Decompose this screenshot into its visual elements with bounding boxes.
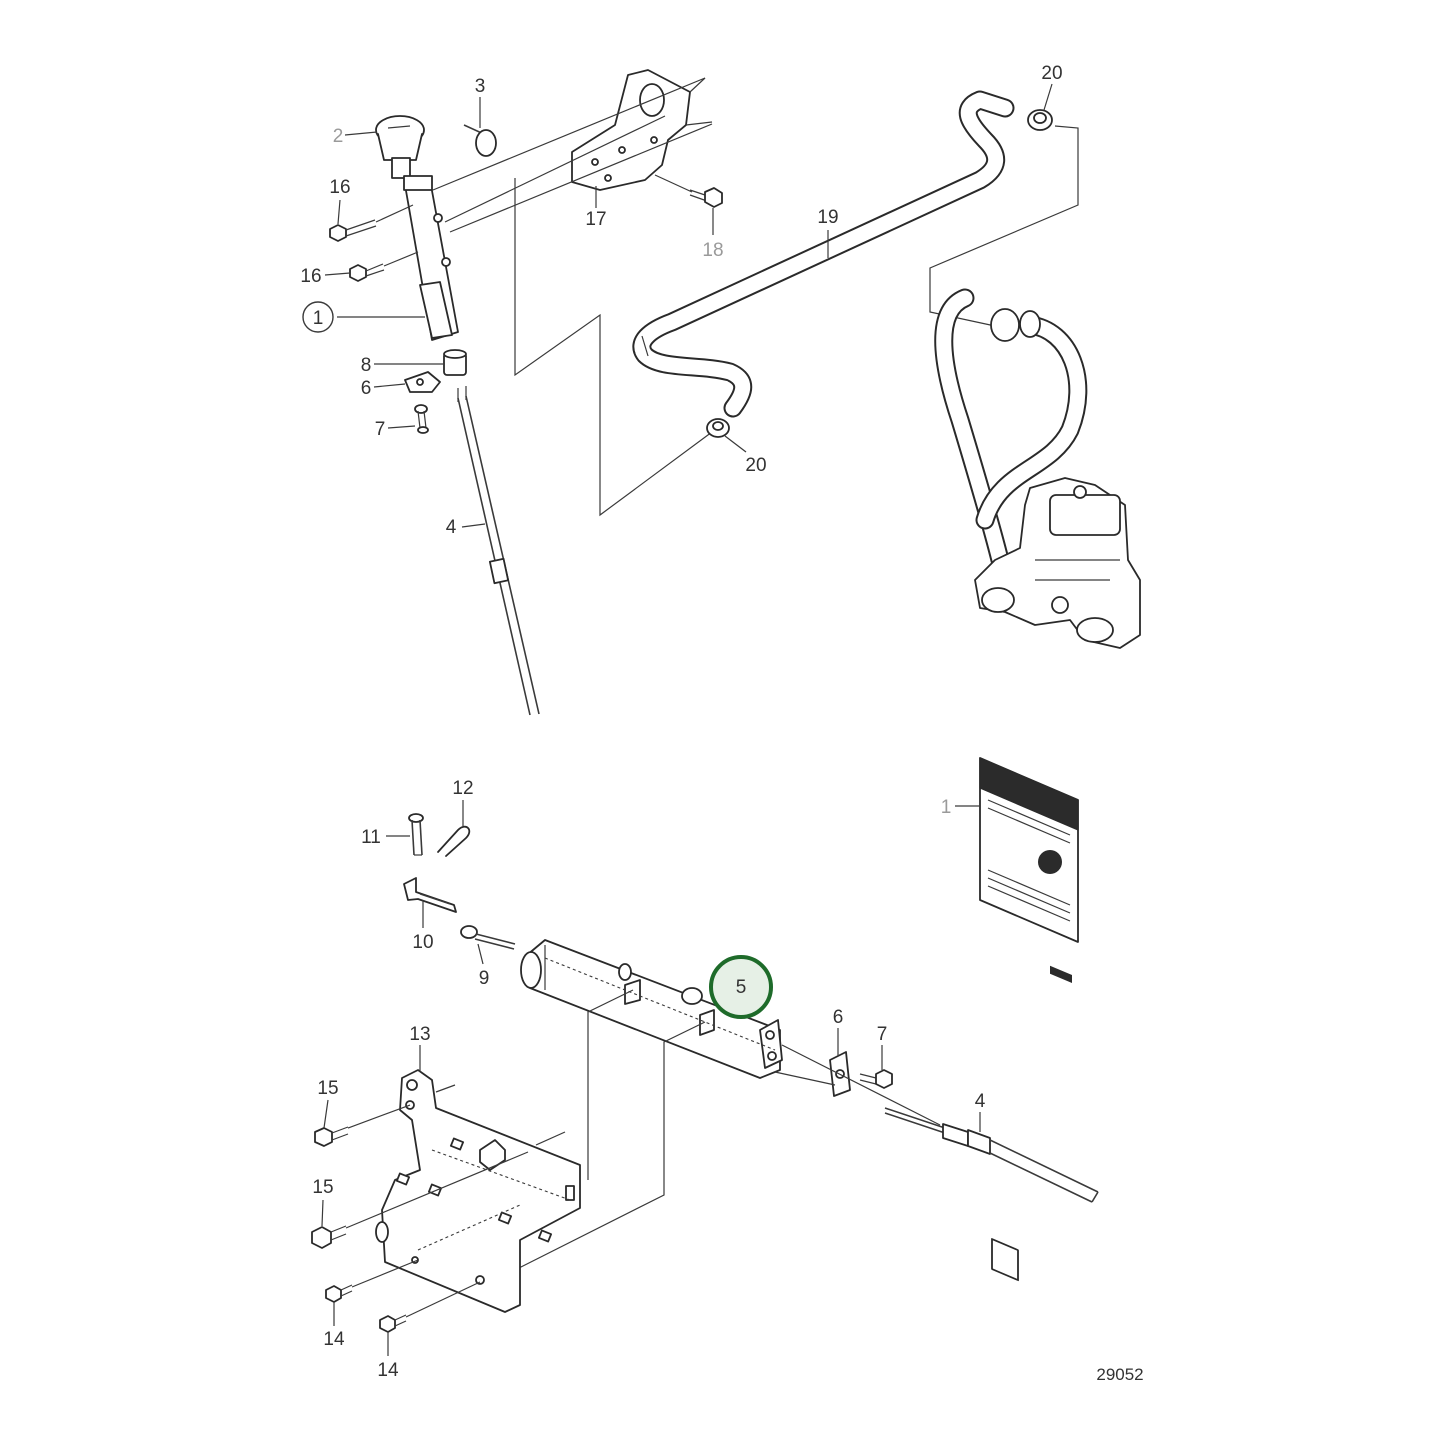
callout-14-a[interactable]: 14 [323, 1329, 345, 1350]
callout-6-bottom[interactable]: 6 [833, 1007, 844, 1028]
callout-16-a[interactable]: 16 [329, 177, 350, 198]
instruction-manual [979, 757, 1079, 1282]
leader-7-top [387, 425, 416, 429]
leader-bolt15-upper [347, 1104, 411, 1129]
callout-14-b[interactable]: 14 [377, 1360, 399, 1381]
bolt-18 [689, 187, 723, 208]
callout-4-bottom[interactable]: 4 [975, 1091, 986, 1112]
callout-11[interactable]: 11 [361, 827, 381, 848]
cable-clip [403, 877, 457, 913]
rod-end [460, 925, 516, 950]
leader-9 [477, 943, 484, 965]
bolt-16-upper [329, 219, 377, 242]
dashed-axis [544, 957, 776, 1051]
callout-20-top[interactable]: 20 [1041, 63, 1062, 84]
dipstick-handle [375, 115, 425, 179]
leader-2 [344, 131, 378, 136]
leader-tube-bracket-a [432, 77, 706, 191]
callout-19[interactable]: 19 [817, 207, 838, 228]
callout-18[interactable]: 18 [702, 240, 723, 261]
callout-4-top[interactable]: 4 [446, 517, 457, 538]
clip-part [463, 124, 497, 157]
bolt-16-lower [349, 263, 385, 282]
leader-15-b [321, 1199, 324, 1227]
axis-actuator-to-cable [781, 1044, 941, 1126]
callout-3[interactable]: 3 [475, 76, 486, 97]
reference-line-actuator-left [587, 989, 634, 1180]
mounting-bracket [571, 69, 713, 191]
callout-8[interactable]: 8 [361, 355, 372, 376]
engine-block-with-hose [934, 288, 1141, 649]
highlight-ring-5 [709, 955, 773, 1019]
callout-10[interactable]: 10 [412, 932, 433, 953]
callout-1-manual[interactable]: 1 [941, 797, 952, 818]
actuator-unit [520, 939, 783, 1079]
leader-15-a [323, 1099, 329, 1129]
reference-line-actuator-right [514, 1021, 706, 1271]
callout-1-ring [302, 301, 334, 333]
hose-19 [632, 90, 1015, 418]
leader-6-top [373, 383, 406, 388]
callout-15-a[interactable]: 15 [317, 1078, 338, 1099]
clamp-20-top [1027, 109, 1053, 131]
callout-5-highlighted[interactable]: 5 [736, 977, 747, 998]
leader-bolt16-upper [375, 204, 414, 223]
callout-7-top[interactable]: 7 [375, 419, 386, 440]
callout-2[interactable]: 2 [333, 126, 344, 147]
leader-16-a [337, 199, 341, 225]
bolt-15-upper [314, 1126, 349, 1147]
callout-16-b[interactable]: 16 [300, 266, 321, 287]
dipstick-guide-tube [403, 175, 459, 341]
leader-screw14-upper [351, 1259, 419, 1288]
callout-20-bottom[interactable]: 20 [745, 455, 766, 476]
axis-actuator-to-cable-b [774, 1071, 836, 1086]
dashed-plate-b [417, 1204, 521, 1251]
mounting-plate [375, 1069, 581, 1313]
callout-13[interactable]: 13 [409, 1024, 430, 1045]
dipstick-rod-top [457, 386, 540, 716]
control-cable [884, 1107, 1099, 1203]
leader-20-top [1043, 83, 1053, 111]
callout-1-circled[interactable]: 1 [313, 308, 324, 329]
leader-16-b [324, 272, 351, 276]
callout-12[interactable]: 12 [452, 778, 473, 799]
leader-tube-bracket-b [444, 115, 666, 223]
clamp-20-bottom [706, 418, 730, 438]
leader-bolt16-lower [383, 251, 419, 267]
screw-7-top [414, 404, 429, 434]
leader-bolt18 [654, 174, 693, 193]
screw-7-bottom [859, 1069, 893, 1089]
callout-15-b[interactable]: 15 [312, 1177, 333, 1198]
callout-9[interactable]: 9 [479, 968, 490, 989]
dashed-plate-a [431, 1149, 571, 1201]
callout-6-top[interactable]: 6 [361, 378, 372, 399]
screw-14-upper [325, 1284, 353, 1303]
leader-20-bottom [724, 435, 747, 453]
reference-frame-line [514, 178, 713, 517]
leader-tube-bracket-c [449, 123, 713, 233]
leader-bolt15-lower [345, 1151, 529, 1229]
plate-6-top [404, 371, 441, 393]
leader-4-top [461, 523, 486, 528]
callout-7-bottom[interactable]: 7 [877, 1024, 888, 1045]
spring-clip [437, 825, 471, 857]
bolt-15-lower [311, 1225, 347, 1249]
callout-17[interactable]: 17 [585, 209, 606, 230]
sleeve-part [443, 349, 467, 376]
figure-number: 29052 [1096, 1365, 1143, 1384]
clevis-pin [408, 813, 424, 856]
screw-14-lower [379, 1314, 407, 1333]
leader-screw14-lower [405, 1281, 481, 1318]
